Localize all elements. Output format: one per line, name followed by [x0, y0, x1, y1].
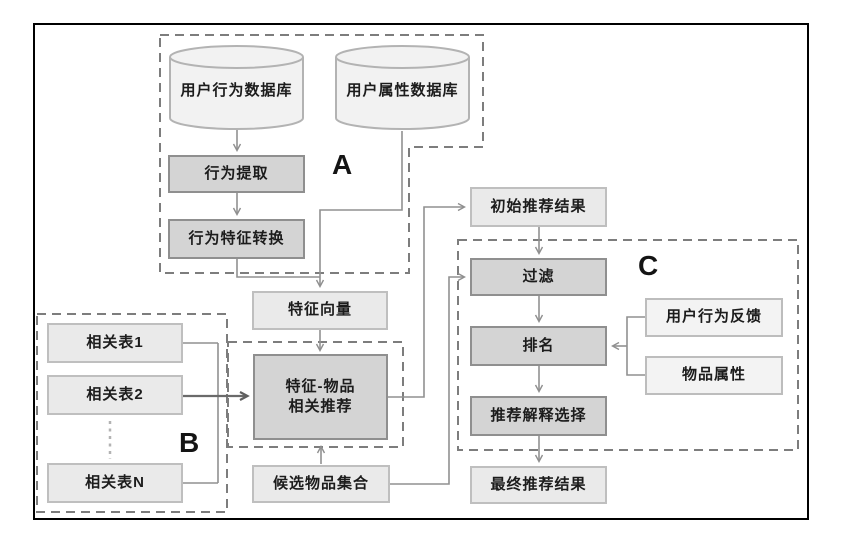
node-related-table-1: 相关表1	[47, 323, 183, 363]
user-attribute-db-cylinder-icon	[335, 45, 470, 130]
database-cylinders	[169, 45, 470, 130]
node-user-attribute-db: 用户属性数据库	[346, 81, 459, 99]
feature-item-line2: 相关推荐	[288, 398, 353, 415]
node-initial-recommendation-results: 初始推荐结果	[470, 187, 607, 227]
node-feature-item-recommendation: 特征-物品 相关推荐	[253, 354, 388, 440]
node-final-recommendation-results: 最终推荐结果	[470, 466, 607, 504]
node-ranking: 排名	[470, 326, 607, 366]
section-label-a: A	[332, 149, 353, 180]
node-behavior-feature-transform: 行为特征转换	[168, 219, 305, 259]
region-c-outline	[457, 239, 799, 451]
node-explanation-selection: 推荐解释选择	[470, 396, 607, 436]
node-user-behavior-feedback: 用户行为反馈	[645, 298, 783, 337]
region-a-outline	[159, 34, 484, 274]
node-item-attributes: 物品属性	[645, 356, 783, 395]
section-label-c: C	[638, 250, 659, 281]
region-feature-item-outline	[227, 341, 404, 448]
node-behavior-extraction: 行为提取	[168, 155, 305, 193]
node-filter: 过滤	[470, 258, 607, 296]
diagram-border-frame	[33, 23, 809, 520]
dashed-region-outlines	[36, 34, 799, 513]
connector-lines	[108, 130, 645, 485]
node-feature-vector: 特征向量	[252, 291, 388, 330]
node-user-behavior-db: 用户行为数据库	[180, 81, 293, 99]
node-candidate-item-set: 候选物品集合	[252, 465, 390, 503]
node-related-table-2: 相关表2	[47, 375, 183, 415]
user-behavior-db-cylinder-icon	[169, 45, 304, 130]
section-label-b: B	[179, 427, 200, 458]
node-related-table-n: 相关表N	[47, 463, 183, 503]
feature-item-line1: 特征-物品	[285, 377, 356, 395]
